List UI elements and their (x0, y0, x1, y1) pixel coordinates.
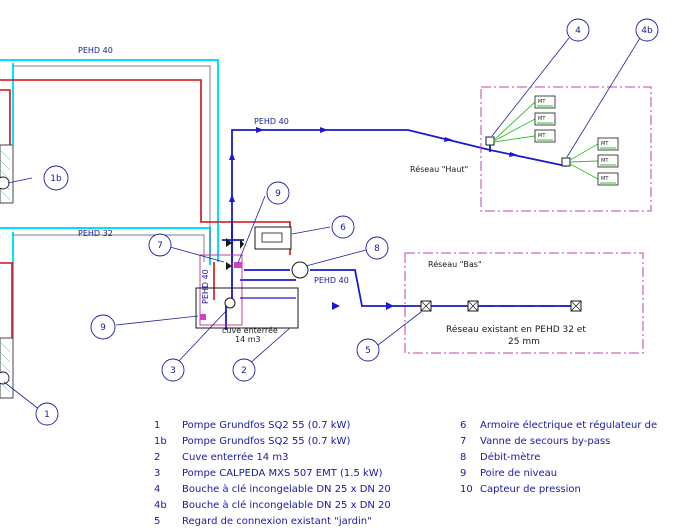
callout-6-label: 6 (340, 223, 346, 233)
legend-text: Bouche à clé incongelable DN 25 x DN 20 (182, 483, 391, 495)
callout-2-label: 2 (241, 366, 247, 376)
legend-right: 6 Armoire électrique et régulateur de 7 … (460, 419, 657, 495)
float-9b-icon (200, 314, 206, 320)
callout-4-label: 4 (575, 26, 581, 36)
bypass-valve-7-icon (226, 262, 232, 270)
valve-label: MT (538, 133, 546, 139)
valve-icon-b (226, 238, 232, 247)
pump-1b-icon (0, 176, 10, 190)
callout-7-label: 7 (157, 241, 163, 251)
flow-arrows (229, 127, 518, 310)
pipe-label-pehd40-mid: PEHD 40 (254, 117, 289, 126)
tank-label-line2: 14 m3 (235, 335, 261, 344)
zone-reseau-bas (404, 252, 644, 354)
pump-1-icon (0, 371, 10, 385)
legend-num: 5 (154, 516, 160, 527)
legend-left: 1 Pompe Grundfos SQ2 55 (0.7 kW) 1b Pomp… (154, 420, 391, 527)
callout-4 (566, 18, 590, 42)
legend-num: 6 (460, 420, 466, 431)
electrical-cabinet-6 (254, 226, 292, 250)
well-1 (0, 337, 14, 399)
legend-text: Armoire électrique et régulateur de (480, 419, 657, 431)
callout-9b-label: 9 (100, 323, 106, 333)
legend-text: Pompe Grundfos SQ2 55 (0.7 kW) (182, 436, 350, 447)
legend-num: 4b (154, 500, 167, 511)
callout-4b-label: 4b (641, 26, 653, 36)
callout-9a-label: 9 (275, 189, 281, 199)
callout-4b (635, 18, 659, 42)
valve-label: MT (601, 176, 609, 182)
callout-3-label: 3 (170, 366, 176, 376)
callout-7 (148, 233, 172, 257)
pipe-label-pehd40-vertical: PEHD 40 (201, 269, 210, 304)
green-leads (493, 101, 599, 180)
pipe-label-pehd40-low: PEHD 40 (314, 276, 349, 285)
callout-1 (35, 402, 59, 426)
existing-network-line1: Réseau existant en PEHD 32 et (446, 324, 586, 335)
valve-cap-lines (537, 105, 616, 184)
valve-groups (534, 95, 619, 186)
tank-2 (195, 287, 299, 329)
callout-3 (161, 358, 185, 382)
callout-1b (43, 165, 69, 191)
pipe-label-pehd32: PEHD 32 (78, 229, 113, 238)
valve-label: MT (601, 158, 609, 164)
legend-num: 7 (460, 436, 466, 447)
cabinet-inner (261, 232, 283, 243)
pump-station-frame (199, 254, 243, 326)
legend-num: 9 (460, 468, 466, 479)
legend-num: 1 (154, 420, 160, 431)
legend-num: 10 (460, 484, 473, 495)
zone-bas-label: Réseau "Bas" (428, 259, 482, 269)
cyan-supply-lines (0, 59, 219, 338)
pipe-label-pehd40-top: PEHD 40 (78, 46, 113, 55)
legend-text: Pompe Grundfos SQ2 55 (0.7 kW) (182, 420, 350, 431)
callout-9b (90, 314, 116, 340)
well-1b (0, 144, 14, 204)
red-supply-lines (0, 79, 291, 338)
valve-box-4-icon (485, 136, 495, 146)
valve-box-4b-icon (561, 157, 571, 167)
callout-1-label: 1 (44, 410, 50, 420)
legend-text: Regard de connexion existant "jardin" (182, 516, 372, 527)
pump-3-icon (224, 297, 236, 309)
gray-line (13, 65, 211, 262)
zone-reseau-haut (480, 86, 652, 212)
legend-num: 4 (154, 484, 160, 495)
callout-6 (331, 215, 355, 239)
callout-1b-label: 1b (50, 174, 62, 184)
existing-network-line2: 25 mm (508, 337, 540, 347)
tank-label-line1: cuve enterrée (222, 325, 278, 335)
valve-label: MT (601, 141, 609, 147)
leader-lines (3, 37, 641, 411)
pressure-sensor-icon (240, 239, 244, 249)
callout-8-label: 8 (374, 244, 380, 254)
valve-label: MT (538, 99, 546, 105)
legend-text: Débit-mètre (480, 451, 540, 463)
callout-5 (356, 338, 380, 362)
regard-box-crosses (420, 300, 582, 312)
legend-num: 1b (154, 436, 167, 447)
legend-text: Poire de niveau (480, 468, 557, 479)
legend-num: 3 (154, 468, 160, 479)
callout-5-label: 5 (365, 346, 371, 356)
callout-8 (365, 236, 389, 260)
legend-num: 2 (154, 452, 160, 463)
legend-num: 8 (460, 452, 466, 463)
level-float-9-icon (234, 262, 242, 268)
valve-label: MT (538, 116, 546, 122)
legend-text: Capteur de pression (480, 484, 581, 495)
callout-2 (232, 358, 256, 382)
legend-text: Cuve enterrée 14 m3 (182, 451, 288, 463)
zone-haut-label: Réseau "Haut" (410, 164, 468, 174)
legend-text: Vanne de secours by-pass (480, 436, 610, 447)
legend-text: Bouche à clé incongelable DN 25 x DN 20 (182, 499, 391, 511)
flow-meter-8-icon (291, 261, 309, 279)
legend-text: Pompe CALPEDA MXS 507 EMT (1.5 kW) (182, 468, 383, 479)
callout-9a (266, 181, 290, 205)
